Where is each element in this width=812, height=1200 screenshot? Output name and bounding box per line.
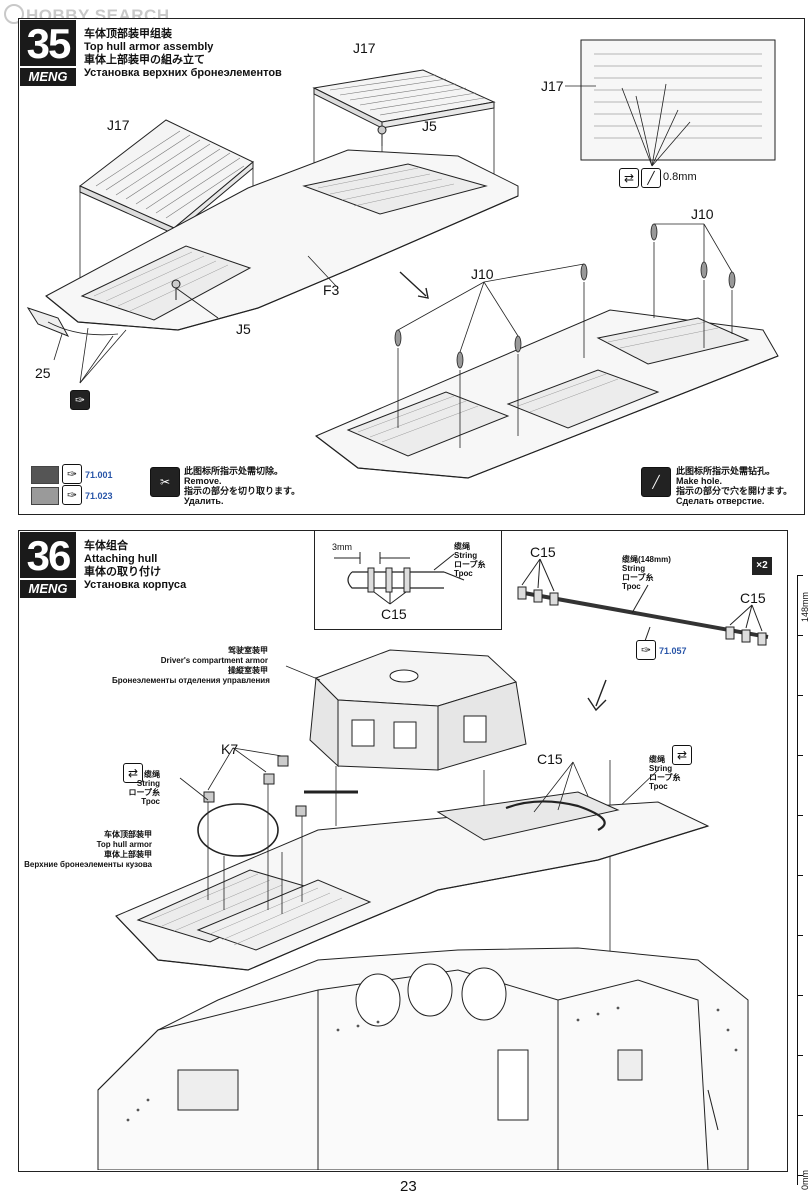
string-assembly-drawing [517,558,769,646]
paint-swatch-71023 [31,487,59,505]
paint-code: 71.001 [85,470,113,480]
k7-clip [277,755,289,767]
j10-pin [580,263,588,358]
paint-code: 71.023 [85,491,113,501]
driver-armor-label: 驾驶室装甲 Driver's compartment armor 操縦室装甲 Б… [112,646,270,685]
step-36-number: 36 [20,532,76,580]
hole-note: 此图标所指示处需钻孔。 Make hole. 指示の部分で穴を開けます。 Сде… [676,466,793,506]
part-label-25: 25 [35,365,51,381]
j10-pin [728,271,736,334]
title-jp: 車体上部装甲の組み立て [84,54,205,66]
ruler-bottom-label: 0mm [800,1170,810,1190]
hull-top-f3 [45,149,519,331]
part-label-j17: J17 [353,40,376,56]
drill-size: 0.8mm [663,171,697,183]
step-35-brand: MENG [20,66,76,86]
paint-code: 71.057 [659,646,687,656]
remove-note: 此图标所指示处需切除。 Remove. 指示の部分を切り取ります。 Удалит… [184,466,301,506]
j5-pin-top [377,125,387,138]
multiplier-badge: ×2 [752,557,772,575]
part-label-f3: F3 [323,282,340,298]
part-label-j10: J10 [471,266,494,282]
string-label-left: 缆绳 String ロープ糸 Трос [128,770,160,806]
drill-hole-icon: ╱ [641,467,671,497]
k7-clip [263,773,275,785]
string-label-right: 缆绳 String ロープ糸 Трос [649,755,681,791]
paint-swatch-71001 [31,466,59,484]
flip-side-icon: ⇄ [619,168,639,188]
step-35-assembly-drawing [26,39,779,479]
j17-plate-left [79,119,254,236]
driver-compartment-armor [285,649,527,771]
scale-ruler [797,575,810,1185]
title-en: Attaching hull [84,553,158,565]
lower-hull-body [97,947,749,1170]
title-en: Top hull armor assembly [84,41,214,53]
title-ru: Установка верхних бронеэлементов [84,67,282,79]
paint-brush-icon: ✑ [636,640,656,660]
remove-icon: ✂ [150,467,180,497]
paint-brush-icon: ✑ [62,485,82,505]
part-label-k7: K7 [221,741,239,757]
j10-pin [650,223,658,318]
cement-brush-icon: ✑ [70,390,90,410]
paint-brush-icon: ✑ [62,464,82,484]
part-label-c15: C15 [381,606,407,622]
top-hull-armor-label: 车体顶部装甲 Top hull armor 車体上部装甲 Верхние бро… [24,830,152,869]
inset-string-label: 缆绳 String ロープ糸 Трос [454,542,486,578]
j10-pin [514,335,522,436]
string-detail-drawing [334,552,465,605]
j17-detail-plate [565,39,776,167]
page-number: 23 [400,1178,417,1195]
part-label-j10: J10 [691,206,714,222]
part-label-j17: J17 [107,117,130,133]
j5-pin-bottom [171,279,219,319]
part-label-j5: J5 [236,321,251,337]
title-jp: 車体の取り付け [84,566,161,578]
inset-dimension: 3mm [332,542,352,552]
part-label-c15: C15 [537,751,563,767]
ruler-top-label: 148mm [800,591,810,622]
title-ru: Установка корпуса [84,579,187,591]
k7-clip [203,791,215,803]
k7-clip [295,805,307,817]
step-36-brand: MENG [20,578,76,598]
j10-pin [700,261,708,348]
title-cn: 车体顶部装甲组装 [84,28,172,40]
flip-side-icon: ⇄ [123,763,143,783]
part-label-j5: J5 [422,118,437,134]
part-label-c15: C15 [740,590,766,606]
title-cn: 车体组合 [84,540,128,552]
hull-top-with-j10 [315,309,779,479]
drill-icon: ╱ [641,168,661,188]
watermark-logo-icon [4,4,24,24]
part-label-c15: C15 [530,544,556,560]
step-35-number: 35 [20,20,76,68]
step-36-title: 车体组合 Attaching hull 車体の取り付け Установка ко… [84,540,186,592]
step-36-assembly-drawing [97,649,749,1170]
part-label-j17: J17 [541,78,564,94]
string-148mm-label: 缆绳(148mm) String ロープ糸 Трос [622,555,671,591]
step-35-title: 车体顶部装甲组装 Top hull armor assembly 車体上部装甲の… [84,28,282,80]
top-hull-armor [115,791,710,971]
j17-plate-top [312,69,496,129]
flip-side-icon: ⇄ [672,745,692,765]
